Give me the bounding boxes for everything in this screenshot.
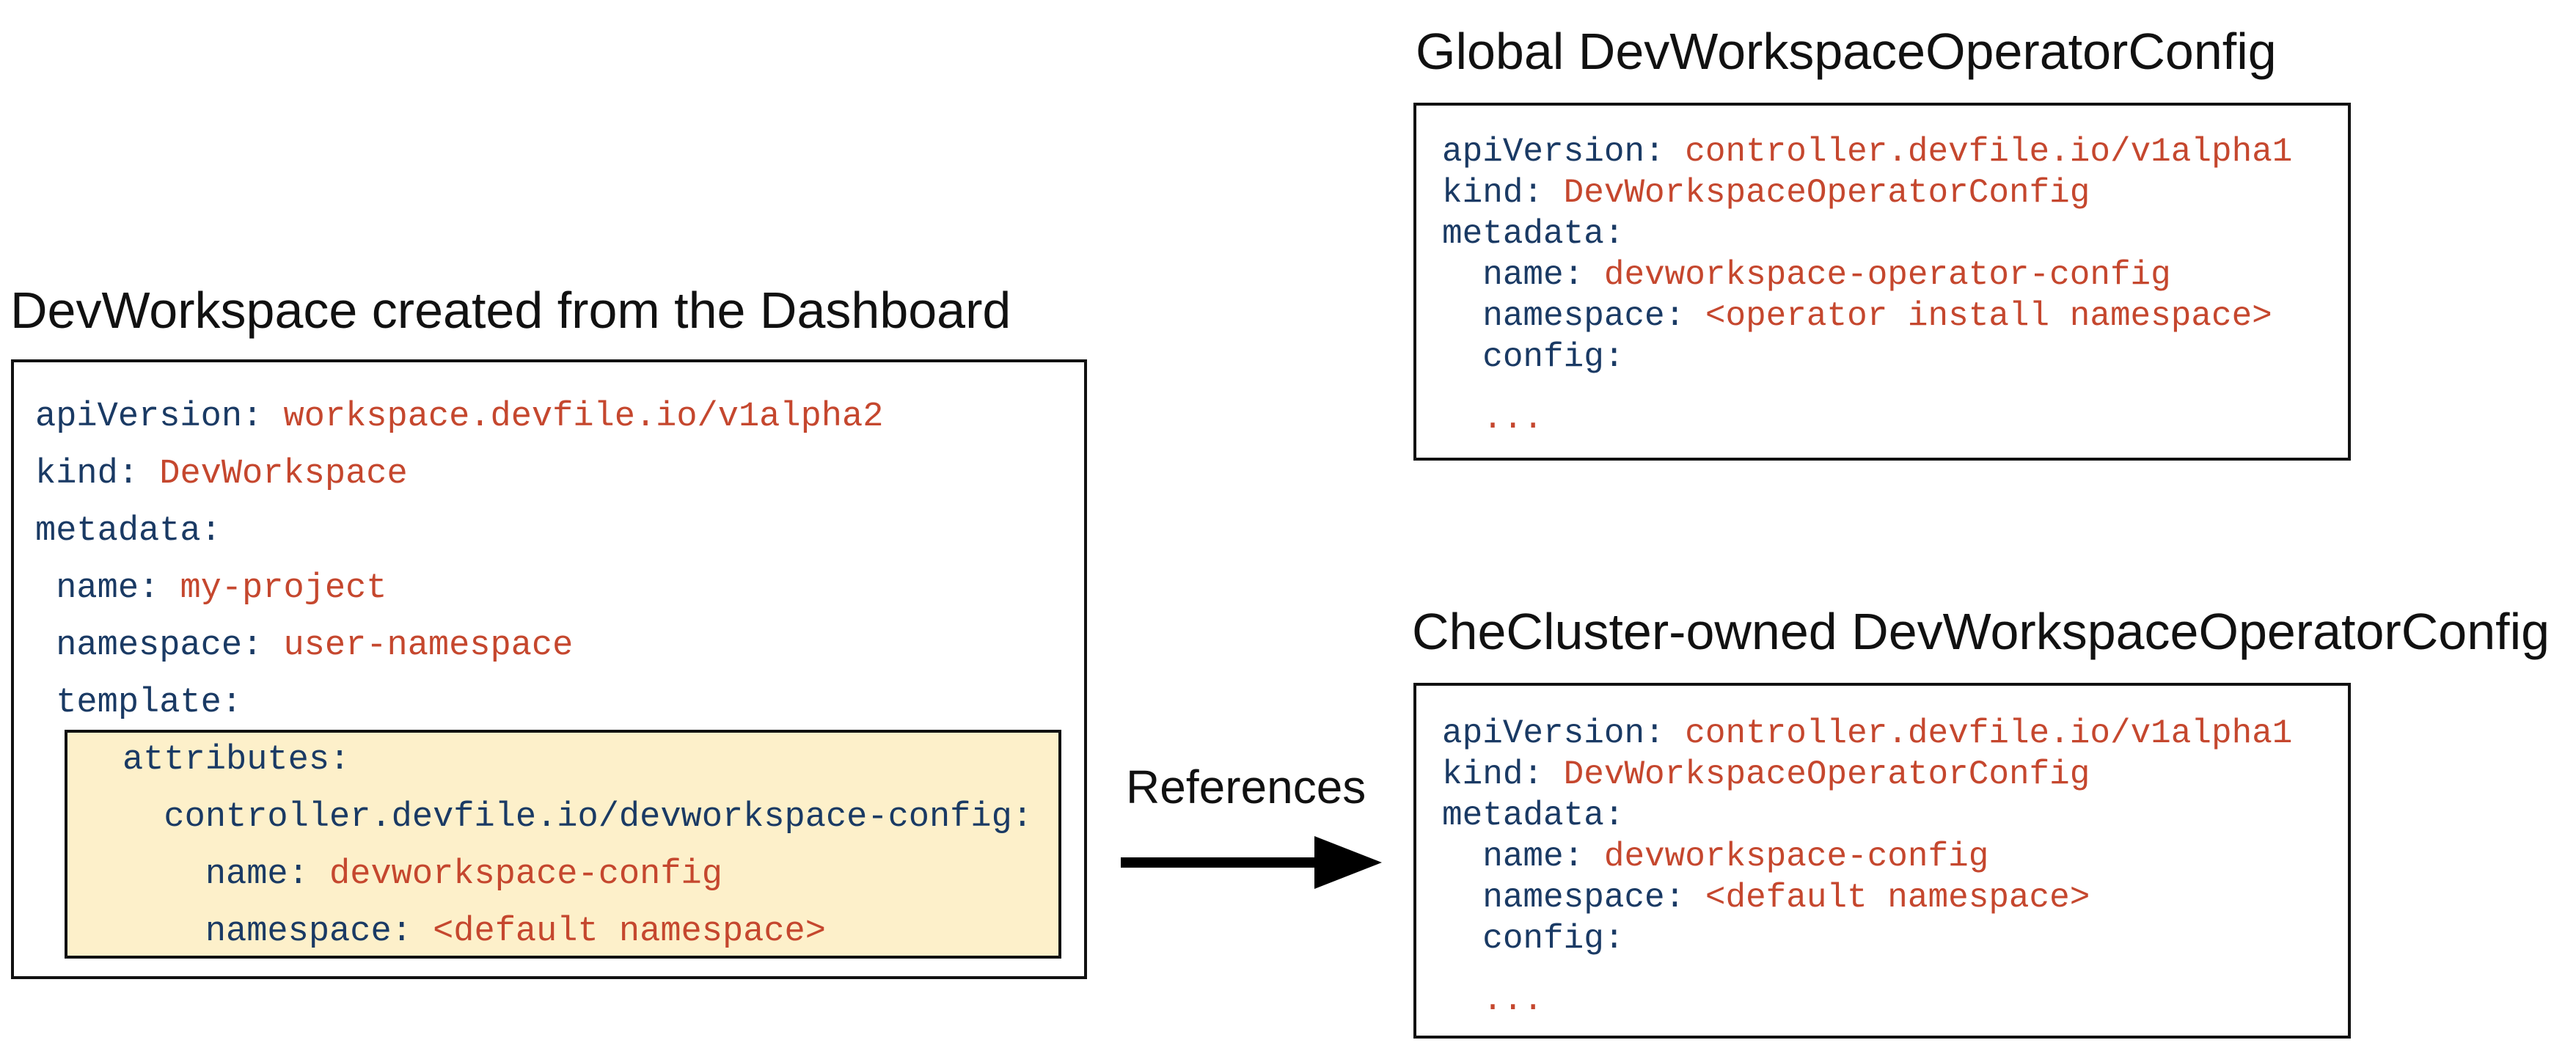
references-label: References [1126,761,1366,813]
code-line: kind: DevWorkspace [35,446,883,503]
yaml-key [1442,400,1482,438]
checluster-operator-config-title: CheCluster-owned DevWorkspaceOperatorCon… [1412,603,2550,660]
global-operator-config-title: Global DevWorkspaceOperatorConfig [1416,23,2277,80]
code-line: config: [1442,918,2292,959]
checluster-operator-config-code: apiVersion: controller.devfile.io/v1alph… [1442,713,2292,1021]
devworkspace-config-attributes-code: attributes: controller.devfile.io/devwor… [122,732,1033,961]
code-line: metadata: [1442,213,2292,254]
yaml-key: metadata: [35,512,222,551]
yaml-value: user-namespace [283,626,574,665]
yaml-key: metadata: [1442,215,1625,253]
yaml-key: name: [1442,256,1604,294]
yaml-key: metadata: [1442,796,1625,835]
code-line: attributes: [122,732,1033,789]
yaml-key: attributes: [122,741,351,780]
yaml-key: namespace: [1442,879,1705,917]
yaml-value: DevWorkspaceOperatorConfig [1563,755,2090,794]
yaml-value: devworkspace-config [329,855,722,894]
code-line: metadata: [1442,795,2292,836]
code-line: name: devworkspace-config [122,846,1033,904]
yaml-value: my-project [180,569,387,608]
code-line: namespace: <default namespace> [122,904,1033,961]
yaml-key: apiVersion: [1442,714,1686,752]
yaml-key: kind: [1442,755,1564,794]
references-arrow-icon [1121,836,1382,889]
yaml-key: name: [122,855,330,894]
yaml-key: template: [35,684,243,722]
code-line: kind: DevWorkspaceOperatorConfig [1442,172,2292,213]
yaml-value: workspace.devfile.io/v1alpha2 [283,398,884,436]
yaml-value: DevWorkspace [159,455,408,494]
checluster-operator-config-box [1413,683,2351,1039]
yaml-key: kind: [35,455,160,494]
yaml-key: namespace: [35,626,284,665]
yaml-key: config: [1442,338,1625,376]
yaml-key: controller.devfile.io/devworkspace-confi… [122,798,1033,837]
yaml-value: <default namespace> [1705,879,2090,917]
yaml-key: name: [1442,838,1604,876]
code-line: namespace: <operator install namespace> [1442,296,2292,337]
code-line: namespace: user-namespace [35,618,883,675]
yaml-value: controller.devfile.io/v1alpha1 [1685,133,2293,171]
code-line: name: devworkspace-config [1442,836,2292,877]
code-line: controller.devfile.io/devworkspace-confi… [122,789,1033,846]
code-line: config: [1442,337,2292,378]
yaml-value: devworkspace-operator-config [1603,256,2171,294]
code-line: ... [1442,980,2292,1021]
global-operator-config-code: apiVersion: controller.devfile.io/v1alph… [1442,131,2292,439]
yaml-value: <default namespace> [433,912,826,951]
yaml-value: ... [1482,981,1544,1019]
code-line: name: devworkspace-operator-config [1442,254,2292,296]
yaml-key: name: [35,569,180,608]
yaml-value: controller.devfile.io/v1alpha1 [1685,714,2293,752]
yaml-value: DevWorkspaceOperatorConfig [1563,174,2090,212]
yaml-value: devworkspace-config [1603,838,1989,876]
code-line: name: my-project [35,560,883,618]
code-line: kind: DevWorkspaceOperatorConfig [1442,754,2292,795]
yaml-key: namespace: [1442,297,1705,335]
yaml-key: namespace: [122,912,433,951]
devworkspace-yaml-code: apiVersion: workspace.devfile.io/v1alpha… [35,389,883,732]
code-line: apiVersion: controller.devfile.io/v1alph… [1442,713,2292,754]
yaml-key [1442,981,1482,1019]
devworkspace-title: DevWorkspace created from the Dashboard [10,282,1011,339]
code-line: ... [1442,398,2292,439]
yaml-key: config: [1442,920,1625,958]
yaml-value: ... [1482,400,1544,438]
yaml-key: apiVersion: [35,398,284,436]
code-line: apiVersion: controller.devfile.io/v1alph… [1442,131,2292,172]
code-line: namespace: <default namespace> [1442,877,2292,918]
yaml-key: kind: [1442,174,1564,212]
code-line: apiVersion: workspace.devfile.io/v1alpha… [35,389,883,446]
devworkspace-config-highlight-box [65,730,1061,959]
yaml-value: <operator install namespace> [1705,297,2272,335]
yaml-key: apiVersion: [1442,133,1686,171]
global-operator-config-box [1413,103,2351,461]
code-line: template: [35,675,883,732]
code-line: metadata: [35,503,883,560]
